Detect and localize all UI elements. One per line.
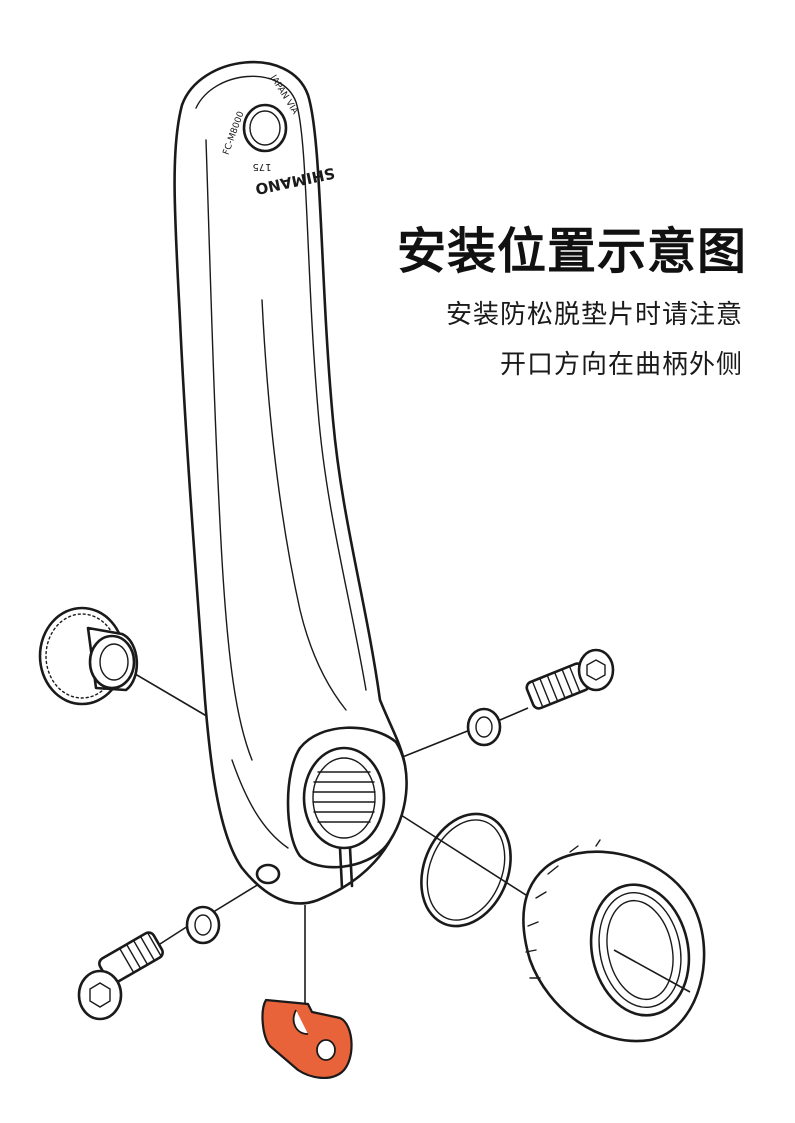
page-title: 安装位置示意图 xyxy=(396,223,747,280)
subtitle-line-2: 开口方向在曲柄外侧 xyxy=(499,350,743,380)
subtitle-line-1: 安装防松脱垫片时请注意 xyxy=(445,300,743,330)
bottom-bracket-adapter xyxy=(522,839,706,1043)
lower-pinch-bolt xyxy=(77,931,164,1021)
anti-loosening-plate xyxy=(261,998,353,1079)
lower-washer xyxy=(185,905,221,945)
crank-length-mark: 175 xyxy=(252,161,271,172)
o-ring xyxy=(420,812,512,928)
crank-cap xyxy=(38,606,139,706)
crank-arm: SHIMANO FC-M8000 JAPAN VIA 175 xyxy=(173,60,408,905)
upper-pinch-bolt xyxy=(525,648,615,710)
upper-washer xyxy=(466,707,502,747)
